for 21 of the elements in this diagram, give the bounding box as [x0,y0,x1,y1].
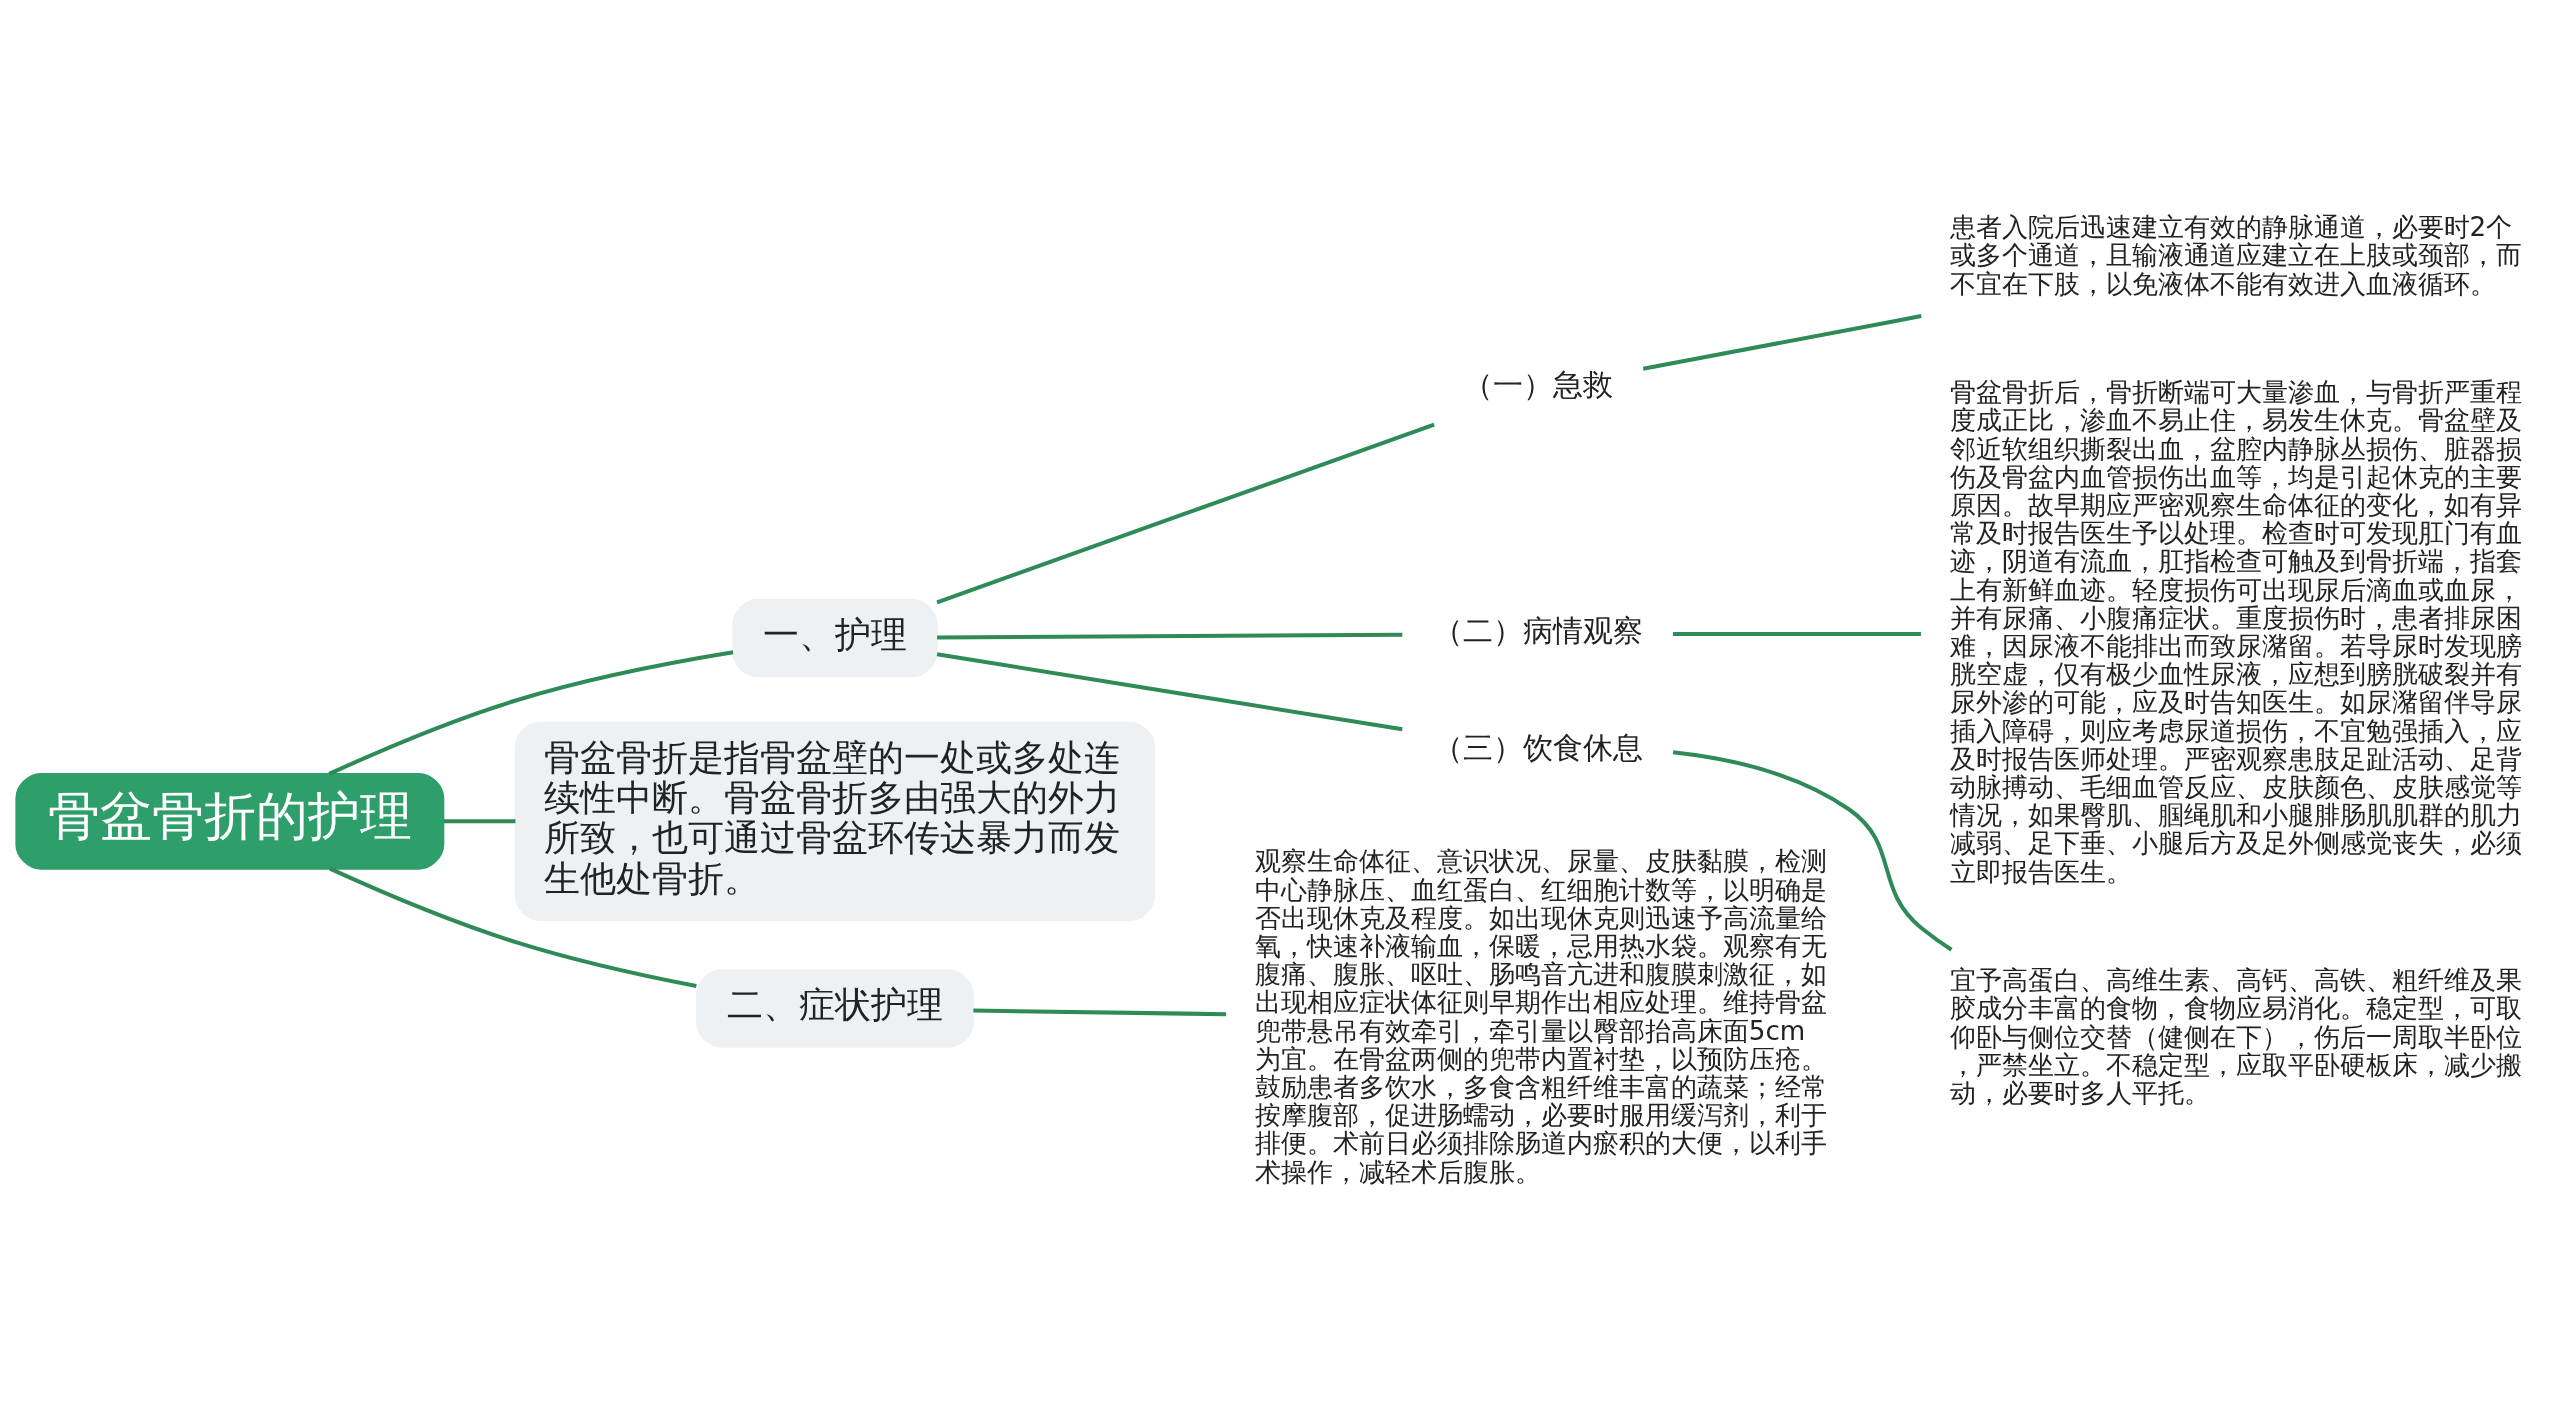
connector [1672,632,1921,637]
connector [1672,750,1953,952]
node-text: （一）急救 [1462,367,1613,403]
connector [936,652,1403,732]
node-text: 观察生命体征、意识状况、尿量、皮肤黏膜，检测中心静脉压、血红蛋白、红细胞计数等，以明确是否出现休克及程度。如出现休克则迅速予高流量给氧，快速补液输血，保暖，忌用热水袋。观察有无腹痛、腹胀、呕吐、肠鸣音亢进和腹膜刺激征，如出现相应症状体征则早期作出相应处理。维持骨盆兜带悬吊有效牵引，牵引量以臀部抬高床面5cm为宜。在骨盆两侧的兜带内置衬垫，以预防压疮。鼓励患者多饮水，多食含粗纤维丰富的蔬菜；经常按摩腹部，促进肠蠕动，必要时服用缓泻剂，利于排便。术前日必须排除肠道内瘀积的大便，以利手术操作，减轻术后腹胀。 [1254,846,1827,1187]
node-box: 骨盆骨折的护理 [15,773,445,870]
node-text: 骨盆骨折后，骨折断端可大量渗血，与骨折严重程度成正比，渗血不易止住，易发生休克。骨盆壁及邻近软组织撕裂出血，盆腔内静脉丛损伤、脏器损伤及骨盆内血管损伤出血等，均是引起休克的主要原因。故早期应严密观察生命体征的变化，如有异常及时报告医生予以处理。检查时可发现肛门有血迹，阴道有流血，肛指检查可触及到骨折端，指套上有新鲜血迹。轻度损伤可出现尿后滴血或血尿，并有尿痛、小腹痛症状。重度损伤时，患者排尿困难，因尿液不能排出而致尿潴留。若导尿时发现膀胱空虚，仅有极少血性尿液，应想到膀胱破裂并有尿外渗的可能，应及时告知医生。如尿潴留伴导尿插入障碍，则应考虑尿道损伤，不宜勉强插入，应及时报告医师处理。严密观察患肢足趾活动、足背动脉搏动、毛细血管反应、皮肤颜色、皮肤感觉等情况，如果臀肌、腘绳肌和小腿腓肠肌肌群的肌力减弱、足下垂、小腿后方及足外侧感觉丧失，必须立即报告医生。 [1949,377,2522,887]
connector [1642,314,1922,371]
connector [973,1008,1227,1017]
node-text: （二）病情观察 [1432,613,1643,649]
node-box: 二、症状护理 [696,969,974,1048]
connector [936,422,1435,605]
connector [328,650,734,776]
node-text: 患者入院后迅速建立有效的静脉通道，必要时2个或多个通道，且输液通道应建立在上肢或颈部，而不宜在下肢，以免液体不能有效进入血液循环。 [1949,212,2522,299]
node-box: 一、护理 [732,598,938,678]
connector [443,819,516,824]
node-box: 骨盆骨折是指骨盆壁的一处或多处连续性中断。骨盆骨折多由强大的外力所致，也可通过骨盆环传达暴力而发生他处骨折。 [514,721,1156,921]
connector [937,632,1403,640]
connector [329,866,697,989]
node-text: 宜予高蛋白、高维生素、高钙、高铁、粗纤维及果胶成分丰富的食物，食物应易消化。稳定型，可取仰卧与侧位交替（健侧在下），伤后一周取半卧位，严禁坐立。不稳定型，应取平卧硬板床，减少搬动，必要时多人平托。 [1949,965,2522,1109]
node-text: （三）饮食休息 [1432,729,1643,765]
